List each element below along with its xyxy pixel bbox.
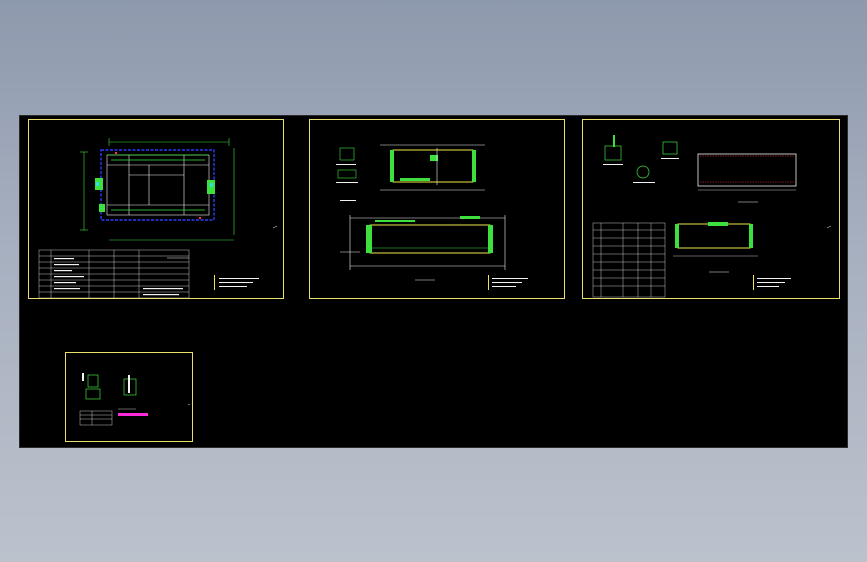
plan-drawing <box>38 138 278 298</box>
drawing-sheet-rebar[interactable] <box>582 119 840 299</box>
details-drawing <box>79 373 191 426</box>
rebar-drawing <box>592 135 832 298</box>
drawing-sheet-plan[interactable] <box>28 119 284 299</box>
drawing-sheet-sections[interactable] <box>309 119 565 299</box>
section-drawing <box>336 144 528 290</box>
drawing-viewport[interactable] <box>20 116 847 447</box>
drawing-sheet-details[interactable] <box>65 352 193 442</box>
